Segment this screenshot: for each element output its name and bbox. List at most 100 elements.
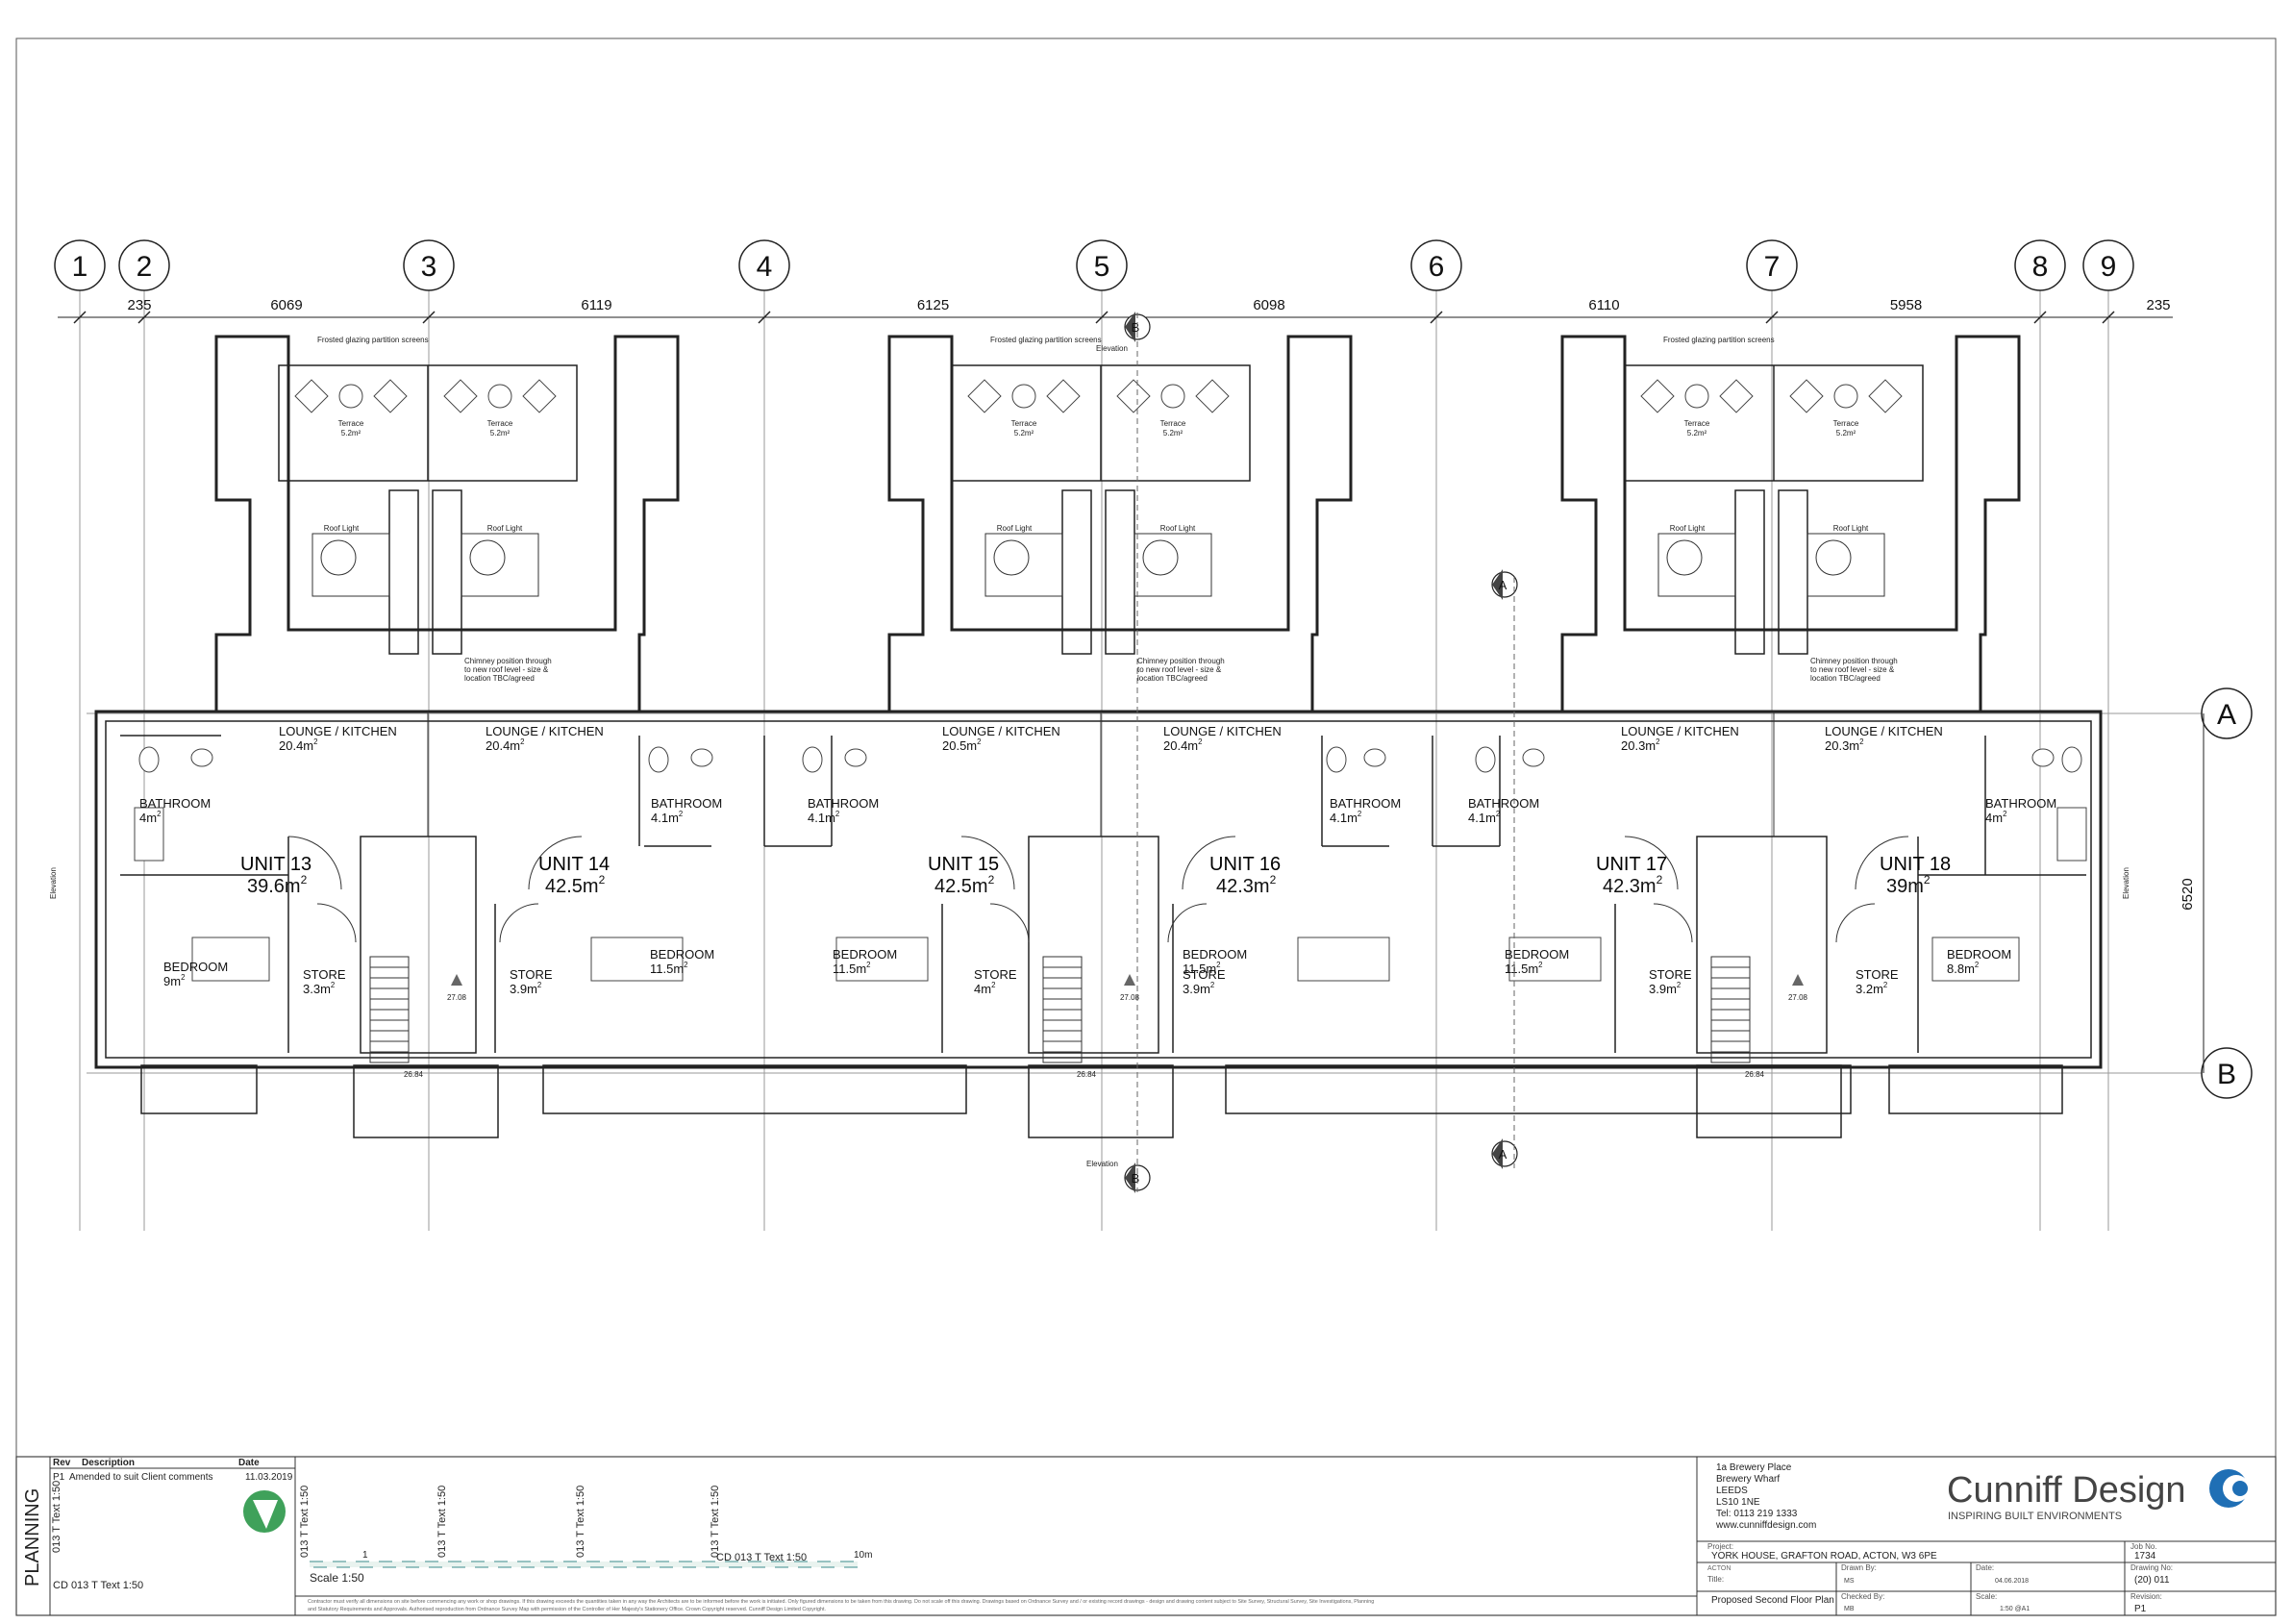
roof-light-label: Roof Light bbox=[324, 524, 360, 533]
grid-bubble bbox=[403, 239, 455, 291]
terrace-area: 5.2m² bbox=[1687, 429, 1707, 437]
grid-bubble bbox=[2014, 239, 2066, 291]
dimension-tick bbox=[422, 311, 436, 324]
grid-bubble bbox=[54, 239, 106, 291]
bathroom-label: BATHROOM bbox=[651, 796, 722, 811]
lounge-kitchen-label: LOUNGE / KITCHEN bbox=[1621, 724, 1739, 738]
unit-area: 39.6m2 bbox=[247, 873, 308, 897]
title-value: Proposed Second Floor Plan bbox=[1711, 1595, 1834, 1606]
bedroom-area: 11.5m2 bbox=[1505, 961, 1543, 976]
lounge-kitchen-label: LOUNGE / KITCHEN bbox=[942, 724, 1060, 738]
drawing-no-label: Drawing No: bbox=[2130, 1563, 2173, 1572]
table-icon bbox=[487, 384, 512, 409]
scale-label: Scale: bbox=[1976, 1592, 1997, 1601]
bathroom-area: 4.1m2 bbox=[1330, 810, 1361, 825]
chimney-note: Chimney position through bbox=[464, 657, 552, 665]
lounge-kitchen-area: 20.3m2 bbox=[1621, 737, 1659, 753]
scale-text: Scale 1:50 bbox=[310, 1571, 364, 1585]
grid-label: A bbox=[2217, 699, 2236, 731]
company-logo-icon bbox=[2209, 1469, 2250, 1508]
elevation-label: Elevation bbox=[2122, 867, 2130, 899]
tag-vertical-4: 013 T Text 1:50 bbox=[710, 1486, 721, 1558]
revision-description: Amended to suit Client comments bbox=[69, 1472, 213, 1483]
chair-icon bbox=[1195, 379, 1230, 413]
bathroom-area: 4m2 bbox=[139, 810, 161, 825]
bedroom-area: 11.5m2 bbox=[1183, 961, 1221, 976]
dimension-text: 235 bbox=[2146, 297, 2170, 313]
dimension-text: 5958 bbox=[1890, 297, 1922, 313]
bathroom-area: 4.1m2 bbox=[808, 810, 839, 825]
disclaimer-line-2: and Statutory Requirements and Approvals… bbox=[308, 1607, 826, 1612]
unit-name: UNIT 17 bbox=[1596, 854, 1667, 875]
level-text: 26.84 bbox=[1077, 1070, 1097, 1079]
dimension-tick bbox=[2102, 311, 2115, 324]
roof-light bbox=[1806, 533, 1885, 597]
dimension-text: 6069 bbox=[270, 297, 302, 313]
bathroom-label: BATHROOM bbox=[139, 796, 211, 811]
scale-bar bbox=[309, 1561, 859, 1568]
roof-light-icon bbox=[469, 539, 506, 576]
store-label: STORE bbox=[1183, 967, 1226, 982]
revision-code: P1 bbox=[53, 1472, 65, 1483]
terrace-area: 5.2m² bbox=[490, 429, 511, 437]
revision-label: Revision: bbox=[2130, 1592, 2162, 1601]
chair-icon bbox=[1640, 379, 1675, 413]
terrace-area: 5.2m² bbox=[1836, 429, 1856, 437]
sheet-border bbox=[15, 37, 2277, 1616]
frosted-glazing-note: Frosted glazing partition screens bbox=[990, 336, 1102, 344]
bedroom-label: BEDROOM bbox=[650, 947, 714, 962]
terrace-area: 5.2m² bbox=[1163, 429, 1183, 437]
bedroom-area: 11.5m2 bbox=[650, 961, 688, 976]
chair-icon bbox=[1719, 379, 1754, 413]
drawn-by-value: MS bbox=[1844, 1578, 1855, 1585]
chimney-note: to new roof level - size & bbox=[1137, 665, 1222, 674]
level-text: 26.84 bbox=[1745, 1070, 1765, 1079]
tag-left-bottom: CD 013 T Text 1:50 bbox=[53, 1580, 143, 1591]
lounge-kitchen-label: LOUNGE / KITCHEN bbox=[1825, 724, 1943, 738]
drawing-no-value: (20) 011 bbox=[2134, 1575, 2170, 1586]
project-value: YORK HOUSE, GRAFTON ROAD, ACTON, W3 6PE bbox=[1711, 1551, 1937, 1562]
unit-name: UNIT 18 bbox=[1880, 854, 1951, 875]
terrace-label: Terrace bbox=[487, 419, 513, 428]
chair-icon bbox=[967, 379, 1002, 413]
section-marker-label: B bbox=[1132, 1171, 1140, 1186]
chimney-note: to new roof level - size & bbox=[1810, 665, 1895, 674]
chimney-note: to new roof level - size & bbox=[464, 665, 549, 674]
dimension-text: 6119 bbox=[581, 297, 611, 313]
disclaimer-line-1: Contractor must verify all dimensions on… bbox=[308, 1599, 1374, 1605]
elevation-label: Elevation bbox=[49, 867, 58, 899]
store-area: 3.2m2 bbox=[1856, 981, 1887, 996]
chair-icon bbox=[1789, 379, 1824, 413]
bedroom-label: BEDROOM bbox=[163, 960, 228, 974]
rev-header-rev: Rev bbox=[53, 1458, 71, 1468]
lounge-kitchen-label: LOUNGE / KITCHEN bbox=[1163, 724, 1282, 738]
tag-main: CD 013 T Text 1:50 bbox=[716, 1552, 807, 1563]
roof-light-icon bbox=[993, 539, 1030, 576]
roof-light-icon bbox=[320, 539, 357, 576]
grid-bubble bbox=[1410, 239, 1462, 291]
grid-label: 1 bbox=[72, 251, 88, 283]
grid-bubble bbox=[2082, 239, 2134, 291]
unit-name: UNIT 13 bbox=[240, 854, 311, 875]
drawn-by-label: Drawn By: bbox=[1841, 1563, 1877, 1572]
dimension-tick bbox=[2033, 311, 2047, 324]
chair-icon bbox=[1046, 379, 1081, 413]
table-icon bbox=[338, 384, 363, 409]
grid-label: 3 bbox=[421, 251, 437, 283]
terrace-area: 5.2m² bbox=[1014, 429, 1034, 437]
chimney-note: location TBC/agreed bbox=[464, 674, 535, 683]
bedroom-area: 8.8m2 bbox=[1947, 961, 1979, 976]
checked-by-label: Checked By: bbox=[1841, 1592, 1884, 1601]
bedroom-label: BEDROOM bbox=[1947, 947, 2011, 962]
level-marker-icon bbox=[1792, 974, 1804, 986]
roof-light-icon bbox=[1142, 539, 1179, 576]
section-marker-label: A bbox=[1499, 578, 1507, 592]
grid-label: 7 bbox=[1764, 251, 1781, 283]
checked-by-value: MB bbox=[1844, 1606, 1855, 1612]
elevation-label: Elevation bbox=[1096, 344, 1128, 353]
table-icon bbox=[1160, 384, 1185, 409]
